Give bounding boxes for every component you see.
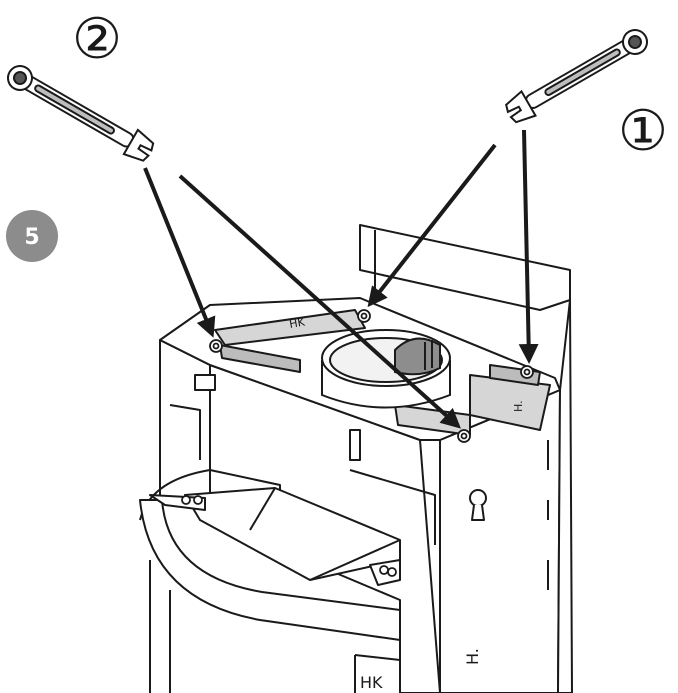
callout-first: ① bbox=[618, 99, 668, 164]
svg-text:5: 5 bbox=[24, 225, 39, 250]
flue-collar bbox=[321, 329, 451, 409]
step-badge: 5 bbox=[6, 210, 58, 262]
right-plate-code-label: H. bbox=[512, 400, 525, 412]
top-plate-code-label: HK bbox=[288, 315, 306, 331]
stove-body bbox=[139, 224, 573, 693]
svg-text:①: ① bbox=[618, 99, 668, 164]
callout-second: ② bbox=[72, 7, 122, 72]
body-code-label: HK bbox=[360, 673, 383, 692]
ratchet-wrench-icon bbox=[7, 29, 648, 162]
side-code-label: H. bbox=[463, 648, 482, 665]
svg-text:②: ② bbox=[72, 7, 122, 72]
direction-arrows bbox=[143, 129, 539, 429]
bolt-icon bbox=[181, 309, 534, 577]
